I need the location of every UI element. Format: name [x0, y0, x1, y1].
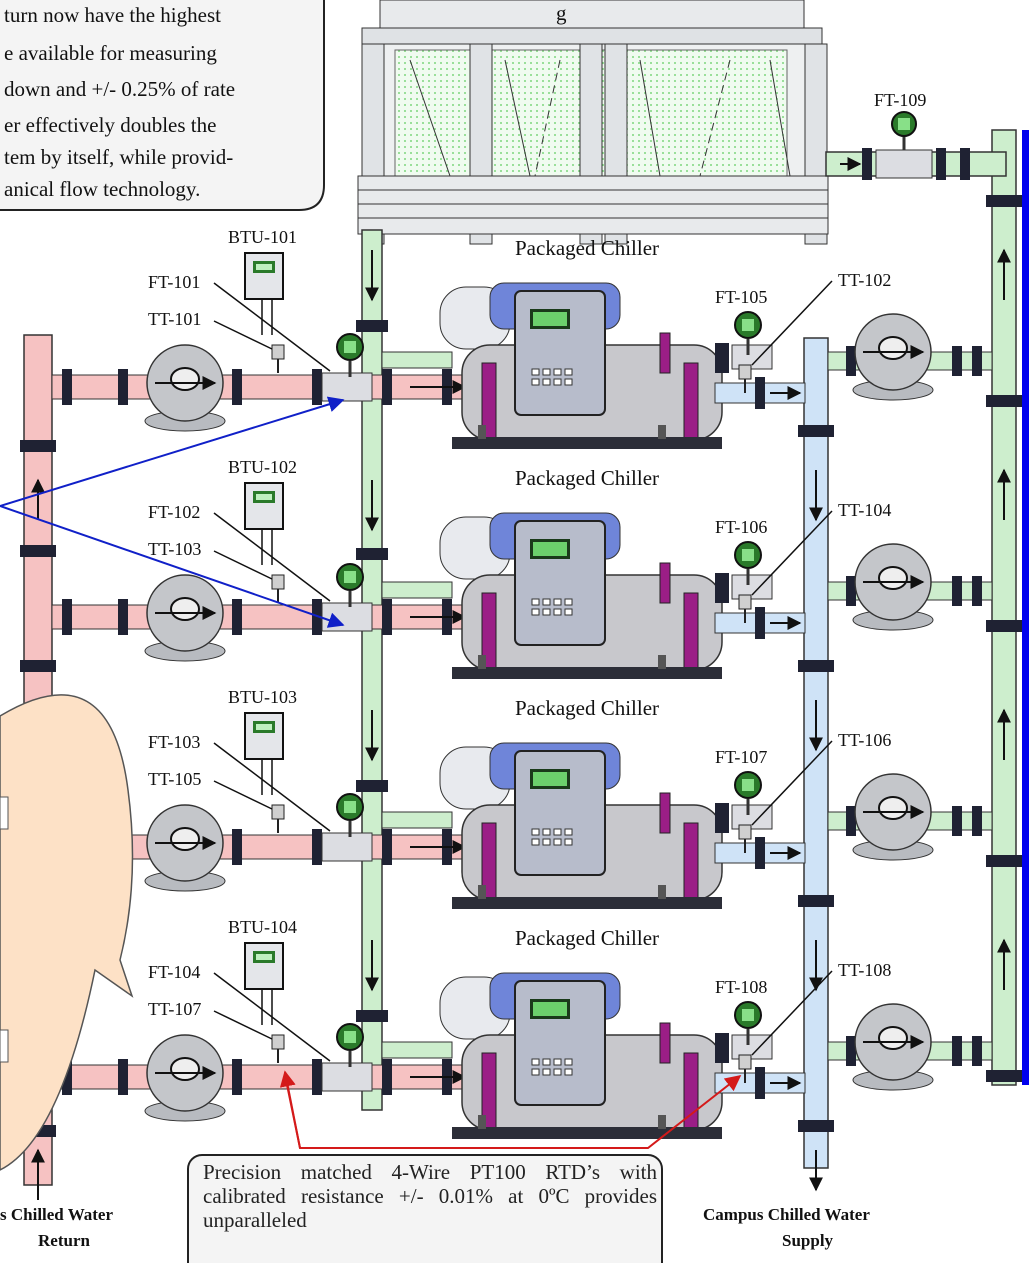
- flow-meter-icon: [336, 1023, 364, 1067]
- tt-out-label: TT-106: [838, 730, 891, 750]
- supply-label-line-2: Supply: [782, 1231, 834, 1250]
- campus-supply-pipe: [798, 337, 834, 1192]
- flow-tube: [321, 1062, 373, 1092]
- top-callout: turn now have the highest e available fo…: [0, 0, 325, 211]
- pump-icon: [852, 313, 934, 401]
- flow-meter-icon: [734, 1001, 762, 1045]
- chiller-label: Packaged Chiller: [515, 466, 659, 490]
- btu-meter-icon: [244, 942, 284, 990]
- flow-meter-icon: [734, 771, 762, 815]
- top-callout-line-5: tem by itself, while provid-: [4, 145, 233, 169]
- ft-109-label: FT-109: [874, 90, 926, 110]
- cooling-tower: g: [357, 0, 829, 245]
- flow-meter-icon: [734, 541, 762, 585]
- bottom-callout-box: [187, 1154, 663, 1263]
- top-callout-line-4: er effectively doubles the: [4, 113, 216, 137]
- pump-icon: [852, 543, 934, 631]
- top-callout-line-2: e available for measuring: [4, 41, 217, 65]
- btu-meter-icon: [244, 712, 284, 760]
- ft-out-label: FT-108: [715, 977, 767, 997]
- flow-meter-icon: [336, 563, 364, 607]
- temperature-transmitter-icon: [271, 344, 285, 373]
- flow-tube: [321, 602, 373, 632]
- chiller-base: [452, 437, 722, 449]
- blue-pointer-2: [0, 505, 345, 628]
- ft-out-label: FT-105: [715, 287, 767, 307]
- condenser-return-pipe: [986, 129, 1029, 1086]
- blue-pointer-1: [0, 396, 345, 507]
- ft-in-label: FT-101: [148, 272, 200, 292]
- return-label-line-1: s Chilled Water: [0, 1205, 113, 1224]
- tower-outlet-pipe: FT-109: [825, 90, 1007, 180]
- btu-meter-icon: [244, 252, 284, 300]
- temperature-transmitter-icon: [738, 1054, 752, 1083]
- ft-in-label: FT-103: [148, 732, 200, 752]
- tt-out-label: TT-104: [838, 500, 891, 520]
- top-callout-line-3: down and +/- 0.25% of rate: [4, 77, 235, 101]
- pump-icon: [144, 804, 226, 892]
- supply-label-line-1: Campus Chilled Water: [703, 1205, 870, 1224]
- btu-label: BTU-103: [228, 687, 297, 707]
- tt-in-label: TT-101: [148, 309, 201, 329]
- chiller-label: Packaged Chiller: [515, 926, 659, 950]
- flow-meter-icon: [336, 333, 364, 377]
- chiller-base: [452, 1127, 722, 1139]
- flow-meter-icon: [336, 793, 364, 837]
- top-callout-line-1: turn now have the highest: [4, 3, 221, 27]
- ft-in-label: FT-104: [148, 962, 200, 982]
- chiller-label: Packaged Chiller: [515, 236, 659, 260]
- btu-label: BTU-104: [228, 917, 297, 937]
- flow-tube: [321, 372, 373, 402]
- ft-in-label: FT-102: [148, 502, 200, 522]
- btu-label: BTU-101: [228, 227, 297, 247]
- chiller-base: [452, 667, 722, 679]
- pump-icon: [144, 574, 226, 662]
- temperature-transmitter-icon: [738, 824, 752, 853]
- flow-tube: [321, 832, 373, 862]
- condenser-supply-pipe: [356, 229, 388, 1111]
- tt-in-label: TT-103: [148, 539, 201, 559]
- pump-icon: [852, 773, 934, 861]
- tower-label-fragment: g: [556, 1, 567, 25]
- temperature-transmitter-icon: [271, 804, 285, 833]
- tt-out-label: TT-102: [838, 270, 891, 290]
- tt-in-label: TT-105: [148, 769, 201, 789]
- ft-out-label: FT-106: [715, 517, 767, 537]
- bottom-callout-text: Precision matched 4-Wire PT100 RTD’s wit…: [203, 1160, 657, 1232]
- flow-meter-icon: [734, 311, 762, 355]
- pump-icon: [144, 344, 226, 432]
- pump-icon: [144, 1034, 226, 1122]
- temperature-transmitter-icon: [271, 1034, 285, 1063]
- tt-out-label: TT-108: [838, 960, 891, 980]
- pump-icon: [852, 1003, 934, 1091]
- tt-in-label: TT-107: [148, 999, 201, 1019]
- temperature-transmitter-icon: [738, 364, 752, 393]
- return-label-line-2: Return: [38, 1231, 90, 1250]
- temperature-transmitter-icon: [271, 574, 285, 603]
- temperature-transmitter-icon: [738, 594, 752, 623]
- speech-bubble: [0, 694, 134, 1171]
- btu-label: BTU-102: [228, 457, 297, 477]
- chiller-label: Packaged Chiller: [515, 696, 659, 720]
- ft-out-label: FT-107: [715, 747, 767, 767]
- btu-meter-icon: [244, 482, 284, 530]
- flow-meter-icon: [891, 111, 917, 150]
- top-callout-line-6: anical flow technology.: [4, 177, 200, 201]
- chiller-base: [452, 897, 722, 909]
